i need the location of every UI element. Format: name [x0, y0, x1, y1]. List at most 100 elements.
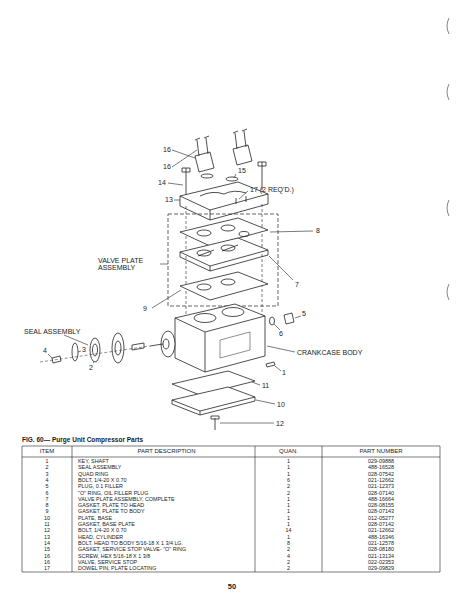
table-header: PART DESCRIPTION	[78, 446, 255, 456]
assembly-bracket	[168, 214, 278, 306]
gasket-plate-to-body	[180, 272, 268, 300]
service-valve	[195, 129, 252, 181]
table-cell: 2	[255, 559, 322, 565]
table-cell: VALVE PLATE ASSEMBLY, COMPLETE	[78, 496, 255, 502]
margin-mark	[447, 18, 449, 300]
table-cell: 022-02353	[322, 559, 440, 565]
table-cell: 012-05277	[322, 515, 440, 521]
table-cell: QUAD RING	[78, 471, 255, 477]
table-cell: 7	[22, 496, 72, 502]
callout-number: 13	[165, 196, 173, 203]
table-cell: 1	[255, 508, 322, 514]
table-cell: 488-16346	[322, 534, 440, 540]
table-cell: 6	[22, 490, 72, 496]
callout-number: SEAL ASSEMBLY	[24, 328, 80, 335]
table-header: ITEM	[22, 446, 72, 456]
shaft-key	[266, 362, 275, 367]
table-cell: 6	[255, 477, 322, 483]
seal-bolt	[52, 356, 61, 363]
table-cell: KEY, SHAFT	[78, 458, 255, 464]
table-cell: 16	[22, 559, 72, 565]
callout-number: 4	[43, 347, 47, 354]
table-cell: 15	[22, 546, 72, 552]
callout-number: 14	[158, 179, 166, 186]
page-number: 50	[212, 582, 252, 591]
table-cell: GASKET, SERVICE STOP VALVE- "O" RING	[78, 546, 255, 552]
table-cell: 12	[22, 527, 72, 533]
table-cell: 14	[22, 540, 72, 546]
callout-number: 7	[295, 281, 299, 288]
table-cell: 1	[255, 458, 322, 464]
table-cell: 10	[22, 515, 72, 521]
callout-number: 11	[262, 382, 269, 389]
table-cell: 488-16664	[322, 496, 440, 502]
table-cell: 1	[22, 458, 72, 464]
table-cell: 1	[255, 534, 322, 540]
table-cell: GASKET, BASE PLATE	[78, 521, 255, 527]
table-cell: 029-09888	[322, 458, 440, 464]
table-cell: 2	[255, 546, 322, 552]
table-cell: 1	[255, 502, 322, 508]
table-cell: VALVE, SERVICE STOP	[78, 559, 255, 565]
table-cell: 029-09829	[322, 565, 440, 571]
callout-number: 16	[163, 146, 171, 153]
table-cell: "O" RING, OIL FILLER PLUG	[78, 490, 255, 496]
table-cell: PLATE, BASE	[78, 515, 255, 521]
callout-number: 15	[238, 167, 246, 174]
table-cell: HEAD, CYLINDER	[78, 534, 255, 540]
table-cell: 1	[255, 471, 322, 477]
table-cell: 2	[255, 483, 322, 489]
callout-number: 2	[89, 364, 93, 371]
table-cell: 1	[255, 496, 322, 502]
table-cell: 4	[255, 553, 322, 559]
table-cell: 2	[22, 464, 72, 470]
table-rule	[22, 446, 440, 572]
table-cell: 11	[22, 521, 72, 527]
table-cell: 028-08155	[322, 502, 440, 508]
table-cell: 3	[22, 471, 72, 477]
seal-assembly	[40, 333, 150, 363]
callout-number: 3	[82, 346, 86, 353]
filler-plug	[284, 313, 294, 324]
callout-number: 17 (2 REQ'D.)	[250, 186, 294, 193]
table-cell: 028-07142	[322, 521, 440, 527]
table-cell: BOLT, HEAD TO BODY 5/16-18 X 1 3/4 LG.	[78, 540, 255, 546]
callout-number: VALVE PLATE ASSEMBLY	[98, 257, 156, 271]
crankcase-body	[150, 304, 265, 372]
table-cell: 14	[255, 527, 322, 533]
table-cell: 1	[255, 521, 322, 527]
table-header: QUAN.	[255, 446, 322, 456]
table-cell: DOWEL PIN, PLATE LOCATING	[78, 565, 255, 571]
table-cell: 1	[255, 464, 322, 470]
base-plate	[172, 387, 255, 415]
table-cell: 2	[255, 490, 322, 496]
table-cell: 1	[255, 515, 322, 521]
table-cell: 021-12578	[322, 540, 440, 546]
table-cell: 16	[22, 553, 72, 559]
callout-number: 5	[302, 310, 306, 317]
table-cell: PLUG, 0.1 FILLER	[78, 483, 255, 489]
table-cell: SEAL ASSEMBLY	[78, 464, 255, 470]
callout-number: 1	[282, 369, 286, 376]
base-bolt	[211, 416, 219, 430]
table-cell: 9	[22, 508, 72, 514]
table-cell: GASKET, PLATE TO BODY	[78, 508, 255, 514]
table-cell: 021-12662	[322, 527, 440, 533]
valve-plate	[180, 238, 268, 271]
callout-number: 16	[163, 163, 171, 170]
table-cell: BOLT, 1/4-20 X 0.70	[78, 527, 255, 533]
table-cell: 021-12662	[322, 477, 440, 483]
table-cell: 021-12373	[322, 483, 440, 489]
table-cell: SCREW, HEX 5/16-18 X 1 3/8	[78, 553, 255, 559]
table-cell: 13	[22, 534, 72, 540]
table-cell: GASKET, PLATE TO HEAD	[78, 502, 255, 508]
callout-number: 6	[279, 330, 283, 337]
table-cell: 488-16528	[322, 464, 440, 470]
leader-line	[48, 150, 313, 423]
callout-number: 10	[277, 401, 285, 408]
callout-number: 12	[276, 420, 284, 427]
figure-caption: FIG. 60— Purge Unit Compressor Parts	[22, 436, 143, 444]
table-cell: 028-08180	[322, 546, 440, 552]
